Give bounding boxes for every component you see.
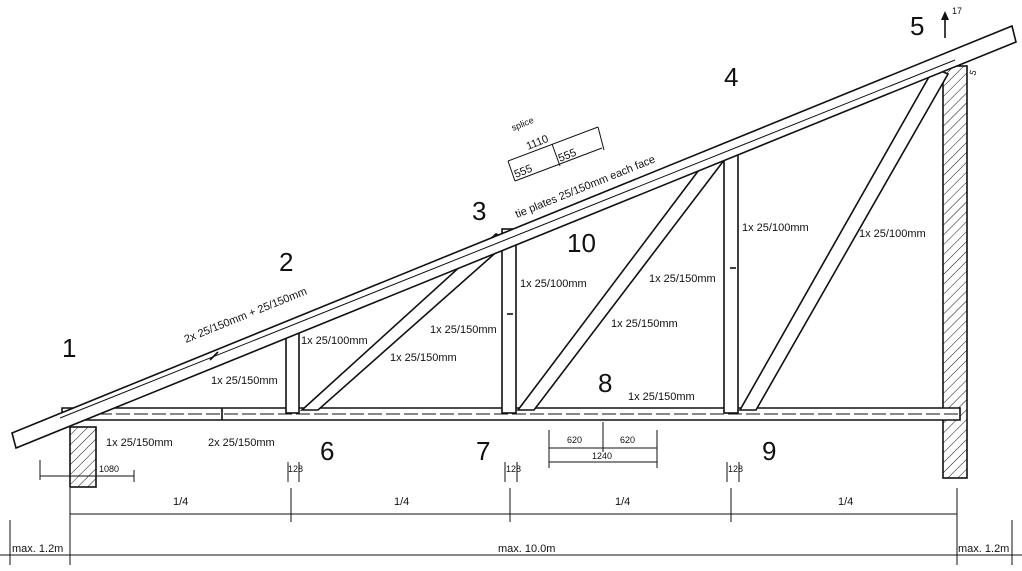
diag-7-4-lower-label: 1x 25/150mm — [611, 318, 678, 330]
node-6: 6 — [320, 436, 334, 466]
svg-text:620: 620 — [567, 435, 582, 445]
chord-mid-label: 2x 25/150mm — [208, 437, 275, 449]
post-7-label: 1x 25/100mm — [520, 278, 587, 290]
ridge-offset-label: 17 — [952, 6, 962, 16]
svg-text:128: 128 — [506, 464, 521, 474]
post-9-label: 1x 25/100mm — [742, 222, 809, 234]
bottom-splice-dimension: 620 620 1240 — [548, 422, 658, 468]
quarter-4: 1/4 — [838, 496, 853, 508]
svg-text:555: 555 — [557, 147, 579, 165]
splice-dimension: 1110 555 555 — [507, 126, 605, 182]
node-8: 8 — [598, 368, 612, 398]
member-width-dim-2: 128 — [504, 462, 521, 482]
diag-9-5-label: 1x 25/100mm — [859, 228, 926, 240]
splice-label: splice — [510, 115, 535, 133]
chord-left-label: 1x 25/150mm — [106, 437, 173, 449]
joint-tick — [209, 351, 219, 361]
quarter-2: 1/4 — [394, 496, 409, 508]
overhang-left-label: max. 1.2m — [12, 543, 63, 555]
svg-text:128: 128 — [288, 464, 303, 474]
node-1: 1 — [62, 333, 76, 363]
post-6-upper-label: 1x 25/100mm — [301, 335, 368, 347]
ridge-offset-5: 5 — [967, 69, 978, 77]
svg-text:620: 620 — [620, 435, 635, 445]
chord-right-label: 1x 25/150mm — [628, 391, 695, 403]
post-6-lower-label: 1x 25/150mm — [211, 375, 278, 387]
span-dimension-line — [0, 520, 1022, 565]
node-2: 2 — [279, 247, 293, 277]
post-9 — [723, 147, 739, 414]
svg-text:128: 128 — [728, 464, 743, 474]
diagonal-9-5 — [738, 66, 950, 411]
ridge-arrow-head — [941, 11, 949, 20]
diag-7-4-upper-label: 1x 25/150mm — [649, 273, 716, 285]
diag-6-3-upper-label: 1x 25/150mm — [430, 324, 497, 336]
quarter-3: 1/4 — [615, 496, 630, 508]
top-chord-rafter — [11, 24, 1017, 450]
svg-text:1240: 1240 — [592, 451, 612, 461]
node-10: 10 — [567, 228, 596, 258]
node-5: 5 — [910, 11, 924, 41]
top-chord-inner-line — [59, 59, 956, 419]
node-4: 4 — [724, 62, 738, 92]
quarter-dimension-line — [69, 488, 958, 522]
diag-6-3-lower-label: 1x 25/150mm — [390, 352, 457, 364]
member-width-dim-3: 128 — [726, 462, 743, 482]
overhang-right-label: max. 1.2m — [958, 543, 1009, 555]
member-width-dim-1: 128 — [287, 462, 303, 482]
left-support-wall — [69, 426, 97, 488]
node-9: 9 — [762, 436, 776, 466]
quarter-1: 1/4 — [173, 496, 188, 508]
node-3: 3 — [472, 196, 486, 226]
node-7: 7 — [476, 436, 490, 466]
support-dimension: 1080 — [39, 460, 135, 482]
svg-text:1080: 1080 — [99, 464, 119, 474]
post-7 — [501, 228, 517, 414]
svg-text:555: 555 — [513, 163, 535, 181]
span-label: max. 10.0m — [498, 543, 555, 555]
